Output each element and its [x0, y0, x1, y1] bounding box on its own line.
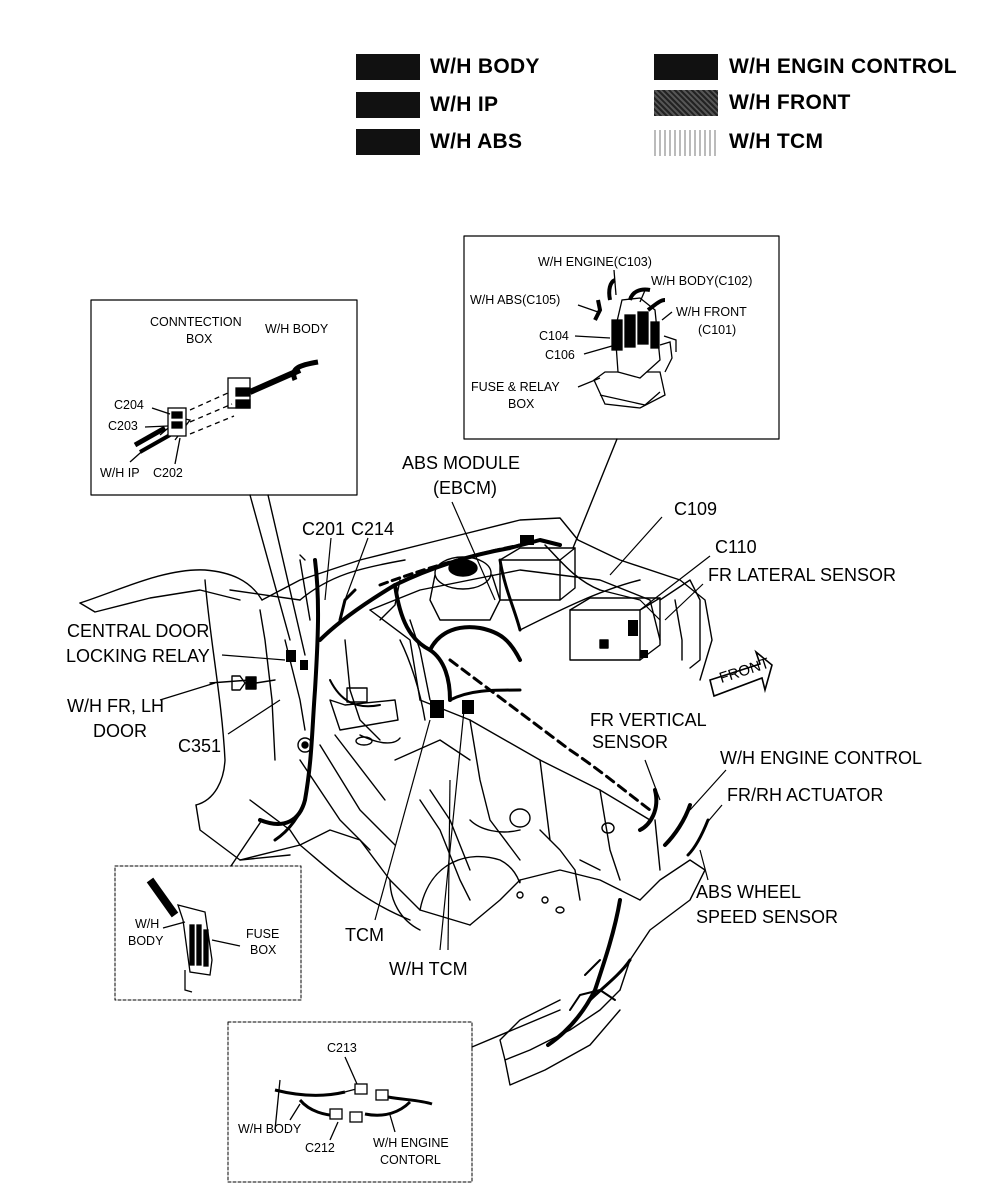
tcm-label: TCM — [345, 925, 384, 945]
connection-box-c204: C204 — [114, 398, 144, 412]
legend-swatch-wh-abs — [356, 129, 420, 155]
legend-swatch-wh-body — [356, 54, 420, 80]
legend-label-wh-abs: W/H ABS — [430, 130, 523, 153]
fuse-relay-c104: C104 — [539, 329, 569, 343]
fuse-box-fuse-line2: BOX — [250, 943, 277, 957]
fuse-relay-wh-body: W/H BODY(C102) — [651, 274, 753, 288]
legend-swatch-wh-engine-control — [654, 54, 718, 80]
central-door-label-line2: LOCKING RELAY — [66, 646, 210, 666]
fuse-relay-c106: C106 — [545, 348, 575, 362]
c201-label: C201 — [302, 519, 346, 539]
connection-box-title-line2: BOX — [186, 332, 213, 346]
legend-label-wh-body: W/H BODY — [430, 55, 540, 78]
c351-label: C351 — [178, 736, 222, 756]
inset-frame-c213 — [227, 1021, 473, 1183]
c110-label: C110 — [715, 537, 757, 557]
c214-label: C214 — [351, 519, 395, 539]
fr-rh-actuator-label: FR/RH ACTUATOR — [727, 785, 884, 805]
fr-lateral-sensor-label: FR LATERAL SENSOR — [708, 565, 897, 585]
inset-c212-label: C212 — [305, 1141, 335, 1155]
inset-frame-connection-box — [90, 299, 358, 496]
fuse-box-wh-line1: W/H — [135, 917, 160, 931]
fuse-relay-wh-front-line2: (C101) — [698, 323, 737, 337]
legend-swatch-wh-ip — [356, 92, 420, 118]
fuse-relay-fuse-line1: FUSE & RELAY — [471, 380, 560, 394]
abs-wheel-speed-sensor-label-line1: ABS WHEEL — [696, 882, 802, 902]
connection-box-c202: C202 — [153, 466, 183, 480]
fuse-relay-wh-abs: W/H ABS(C105) — [470, 293, 561, 307]
inset-wh-body-label: W/H BODY — [238, 1122, 302, 1136]
fr-vertical-sensor-label-line2: SENSOR — [592, 732, 669, 752]
inset-c213-label: C213 — [327, 1041, 357, 1055]
connection-box-wh-body: W/H BODY — [265, 322, 329, 336]
legend-label-wh-front: W/H FRONT — [729, 91, 851, 114]
legend-label-wh-ip: W/H IP — [430, 93, 499, 116]
abs-wheel-speed-sensor-label-line2: SPEED SENSOR — [696, 907, 839, 927]
wh-fr-lh-door-label-line1: W/H FR, LH — [67, 696, 164, 716]
central-door-label-line1: CENTRAL DOOR — [67, 621, 210, 641]
legend-swatch-wh-front — [654, 90, 718, 116]
inset-wh-engine-line1: W/H ENGINE — [373, 1136, 449, 1150]
inset-wh-engine-line2: CONTORL — [380, 1153, 441, 1167]
abs-module-label-line1: ABS MODULE — [402, 453, 521, 473]
front-arrow-shape — [709, 649, 773, 698]
connection-box-title-line1: CONNTECTION — [150, 315, 242, 329]
inset-frame-fuse-relay — [463, 235, 780, 440]
legend-swatch-wh-tcm — [654, 130, 718, 156]
legend-label-wh-tcm: W/H TCM — [729, 130, 824, 153]
wh-tcm-label: W/H TCM — [389, 959, 468, 979]
fuse-box-fuse-line1: FUSE — [246, 927, 280, 941]
fuse-relay-fuse-line2: BOX — [508, 397, 535, 411]
wh-fr-lh-door-label-line2: DOOR — [93, 721, 147, 741]
abs-module-label-line2: (EBCM) — [433, 478, 497, 498]
fuse-relay-wh-front-line1: W/H FRONT — [676, 305, 747, 319]
c109-label: C109 — [674, 499, 718, 519]
fuse-box-wh-line2: BODY — [128, 934, 164, 948]
fr-vertical-sensor-label-line1: FR VERTICAL — [590, 710, 707, 730]
connection-box-wh-ip: W/H IP — [100, 466, 140, 480]
inset-frame-fuse-box — [114, 865, 302, 1001]
connection-box-c203: C203 — [108, 419, 138, 433]
legend-label-wh-engine-control: W/H ENGIN CONTROL — [729, 55, 957, 78]
fuse-relay-wh-engine: W/H ENGINE(C103) — [538, 255, 652, 269]
wh-engine-control-label: W/H ENGINE CONTROL — [720, 748, 923, 768]
